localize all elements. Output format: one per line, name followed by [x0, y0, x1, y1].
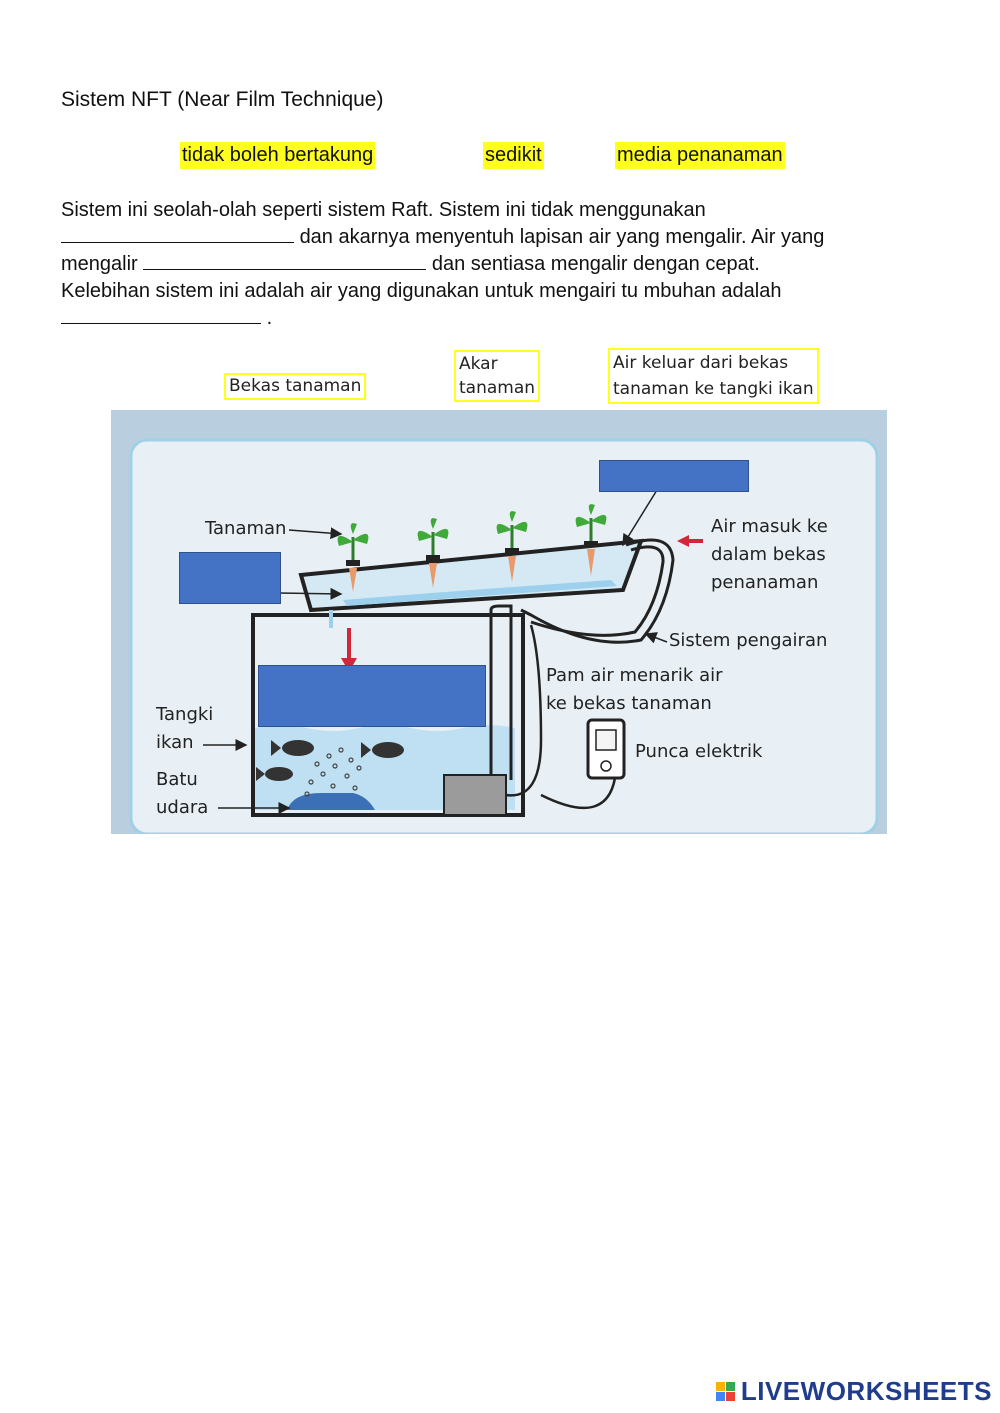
diagram-label-tangki-1: Tangki	[156, 701, 213, 729]
diagram-label-punca-elektrik: Punca elektrik	[635, 738, 762, 766]
diagram-label-pam-air: Pam air menarik air ke bekas tanaman	[546, 662, 723, 718]
diagram-label-pam-air-1: Pam air menarik air	[546, 662, 723, 690]
diagram-label-pam-air-2: ke bekas tanaman	[546, 690, 723, 718]
logo-mark-icon	[716, 1382, 735, 1401]
paragraph-line-3-end: dan sentiasa mengalir dengan cepat.	[432, 253, 760, 275]
label-chip-akar-tanaman[interactable]: Akar tanaman	[454, 350, 540, 402]
logo-text: LIVEWORKSHEETS	[741, 1376, 992, 1407]
paragraph-line-5-period: .	[267, 307, 273, 329]
diagram-label-tanaman: Tanaman	[205, 515, 286, 543]
diagram-label-tangki-2: ikan	[156, 729, 213, 757]
liveworksheets-logo[interactable]: LIVEWORKSHEETS	[716, 1376, 992, 1407]
nft-diagram: Tanaman Air masuk ke dalam bekas penanam…	[111, 410, 887, 834]
label-chip-air-keluar-line-2: tanaman ke tangki ikan	[613, 376, 814, 402]
diagram-label-air-masuk: Air masuk ke dalam bekas penanaman	[711, 513, 828, 597]
label-chip-akar-line-2: tanaman	[459, 376, 535, 400]
label-chip-air-keluar-line-1: Air keluar dari bekas	[613, 350, 814, 376]
diagram-label-batu-2: udara	[156, 794, 208, 822]
drop-zone-2[interactable]	[179, 552, 281, 604]
paragraph-line-4: Kelebihan sistem ini adalah air yang dig…	[61, 280, 781, 302]
paragraph-line-1: Sistem ini seolah-olah seperti sistem Ra…	[61, 199, 706, 221]
nft-diagram-illustration	[111, 410, 887, 834]
diagram-label-air-masuk-2: dalam bekas	[711, 541, 828, 569]
drop-zone-3[interactable]	[258, 665, 486, 727]
word-chip-sedikit[interactable]: sedikit	[483, 142, 544, 169]
word-chip-tidak-boleh-bertakung[interactable]: tidak boleh bertakung	[180, 142, 375, 169]
word-chip-media-penanaman[interactable]: media penanaman	[615, 142, 785, 169]
page-title: Sistem NFT (Near Film Technique)	[61, 88, 383, 112]
label-chip-bekas-tanaman[interactable]: Bekas tanaman	[224, 373, 366, 400]
diagram-label-batu-1: Batu	[156, 766, 208, 794]
blank-2-input[interactable]	[143, 253, 426, 270]
drop-zone-1[interactable]	[599, 460, 749, 492]
fill-in-paragraph: Sistem ini seolah-olah seperti sistem Ra…	[61, 197, 941, 332]
blank-3-input[interactable]	[61, 307, 261, 324]
diagram-label-batu-udara: Batu udara	[156, 766, 208, 822]
diagram-label-air-masuk-1: Air masuk ke	[711, 513, 828, 541]
diagram-label-tangki-ikan: Tangki ikan	[156, 701, 213, 757]
diagram-label-air-masuk-3: penanaman	[711, 569, 828, 597]
paragraph-line-3-start: mengalir	[61, 253, 138, 275]
label-chip-air-keluar[interactable]: Air keluar dari bekas tanaman ke tangki …	[608, 348, 819, 404]
label-chip-akar-line-1: Akar	[459, 352, 535, 376]
diagram-label-sistem-pengairan: Sistem pengairan	[669, 627, 827, 655]
paragraph-line-2: dan akarnya menyentuh lapisan air yang m…	[300, 226, 825, 248]
blank-1-input[interactable]	[61, 226, 294, 243]
